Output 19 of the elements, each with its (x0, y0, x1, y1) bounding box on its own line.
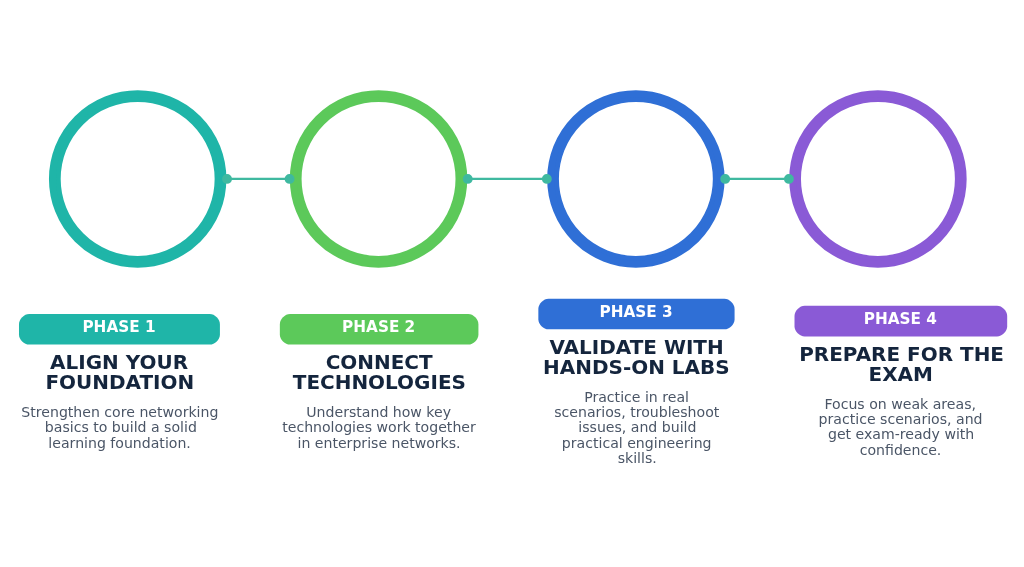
connector (462, 174, 552, 184)
connector (719, 174, 794, 184)
node-label: PREPARE FOR THE EXAM (798, 341, 1004, 386)
connector (221, 174, 294, 184)
node-box: PHASE 2 (279, 314, 478, 345)
node-label: CONNECT TECHNOLOGIES (292, 349, 466, 394)
node-label: VALIDATE WITH HANDS-ON LABS (542, 334, 730, 379)
node-box: PHASE 1 (18, 314, 220, 345)
node-circle (546, 90, 725, 268)
node-circle (48, 90, 226, 268)
node-box: PHASE 3 (537, 298, 735, 330)
node-label: Strengthen core networking basics to build a solid learning foundation. (20, 403, 218, 451)
node-label: Practice in real scenarios, troubleshoot issues, and build practical engineering skills. (553, 388, 719, 466)
node-label: Understand how key technologies work together in enterprise networks. (281, 403, 476, 451)
node-label: Focus on weak areas, practice scenarios, and get exam-ready with confidence. (818, 395, 983, 458)
node-circle (788, 90, 967, 268)
node-label: ALIGN YOUR FOUNDATION (44, 349, 194, 394)
node-box: PHASE 4 (794, 305, 1007, 337)
node-circle (289, 90, 467, 268)
